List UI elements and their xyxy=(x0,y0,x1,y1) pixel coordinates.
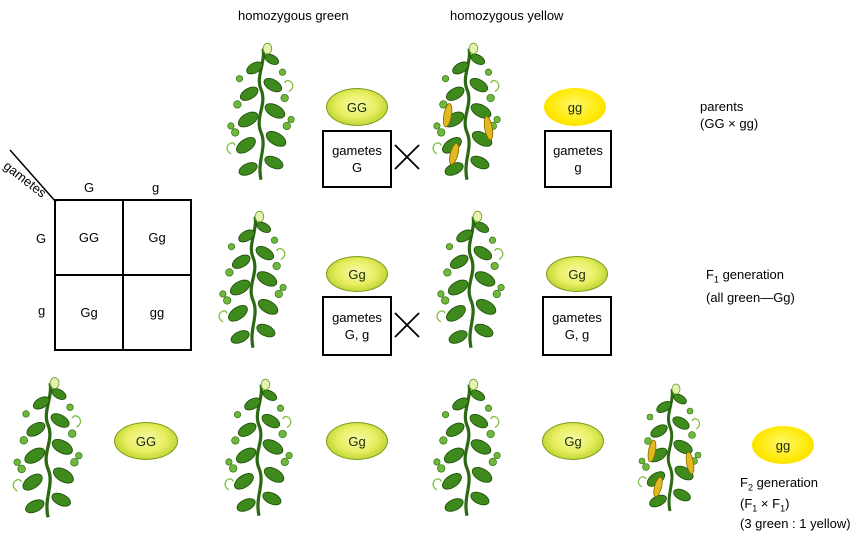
seed-f2-1: GG xyxy=(114,422,178,460)
label-parents: parents (GG × gg) xyxy=(700,98,758,132)
gametes-box-f1-right: gametes G, g xyxy=(542,296,612,356)
seed-f2-2: Gg xyxy=(326,422,388,460)
label-f1-generation: F1 generation (all green—Gg) xyxy=(706,266,795,306)
pea-plant-icon xyxy=(630,372,710,524)
gametes-box-f1-left: gametes G, g xyxy=(322,296,392,356)
punnett-square: GG Gg Gg gg xyxy=(54,199,192,351)
pea-plant-icon xyxy=(424,36,510,188)
seed-f2-3: Gg xyxy=(542,422,604,460)
seed-f1-right: Gg xyxy=(546,256,608,292)
seed-f1-left: Gg xyxy=(326,256,388,292)
label-f2-cross-f2: F xyxy=(772,495,781,511)
cross-icon xyxy=(394,144,420,170)
label-f1-sub: 1 xyxy=(713,274,719,285)
punnett-top-g2: g xyxy=(152,180,160,195)
punnett-cell: gg xyxy=(149,305,165,320)
gametes-box-parent-green: gametes G xyxy=(322,130,392,188)
label-f2-cross-f1: F xyxy=(744,495,753,511)
label-f1-prefix: F xyxy=(706,267,714,282)
label-f2-cross-x: × xyxy=(757,495,773,511)
gametes-box-value: G, g xyxy=(344,327,370,342)
punnett-left-g1: G xyxy=(36,231,47,246)
gametes-box-title: gametes xyxy=(332,310,382,325)
gametes-box-value: G, g xyxy=(564,327,590,342)
gametes-box-title: gametes xyxy=(552,310,602,325)
seed-gg-parent: GG xyxy=(326,88,388,126)
pea-plant-icon xyxy=(428,204,514,356)
punnett-diagonal xyxy=(9,149,57,203)
gametes-box-value: G xyxy=(351,160,363,175)
label-f2-cross-sub1: 1 xyxy=(752,503,758,514)
label-f2-line1: F2 generation xyxy=(740,475,851,496)
punnett-cell: Gg xyxy=(80,305,98,320)
header-homozygous-yellow: homozygous yellow xyxy=(450,8,564,23)
pea-plant-icon xyxy=(216,372,302,524)
label-f2-generation: F2 generation (F1 × F1) (3 green : 1 yel… xyxy=(740,475,851,532)
seed-f2-4: gg xyxy=(752,426,814,464)
label-parents-line2: (GG × gg) xyxy=(700,116,759,131)
cross-icon xyxy=(394,312,420,338)
label-f2-cross-sub2: 1 xyxy=(780,503,786,514)
pea-plant-icon xyxy=(4,372,92,524)
punnett-top-g1: G xyxy=(84,180,95,195)
header-homozygous-green: homozygous green xyxy=(238,8,349,23)
gametes-box-parent-yellow: gametes g xyxy=(544,130,612,188)
label-f2-prefix: F xyxy=(740,475,748,490)
label-f1-line1: F1 generation xyxy=(706,266,795,289)
label-f2-suffix: generation xyxy=(752,475,819,490)
gametes-box-value: g xyxy=(574,160,582,175)
gametes-box-title: gametes xyxy=(553,143,603,158)
label-f1-line2: (all green—Gg) xyxy=(706,289,795,305)
pea-plant-icon xyxy=(210,204,296,356)
label-parents-line1: parents xyxy=(700,99,744,114)
punnett-cell: Gg xyxy=(148,230,166,245)
label-f1-suffix: generation xyxy=(718,267,785,282)
gametes-box-title: gametes xyxy=(332,143,382,158)
punnett-hline xyxy=(56,274,190,276)
pea-plant-icon xyxy=(424,372,510,524)
label-f2-cross: (F1 × F1) xyxy=(740,495,790,514)
seed-gg-yellow-parent: gg xyxy=(544,88,606,126)
pea-plant-icon xyxy=(218,36,304,188)
punnett-cell: GG xyxy=(78,230,100,245)
punnett-left-g2: g xyxy=(38,303,46,318)
label-f2-sub: 2 xyxy=(747,482,753,493)
label-f2-ratio: (3 green : 1 yellow) xyxy=(740,516,851,532)
